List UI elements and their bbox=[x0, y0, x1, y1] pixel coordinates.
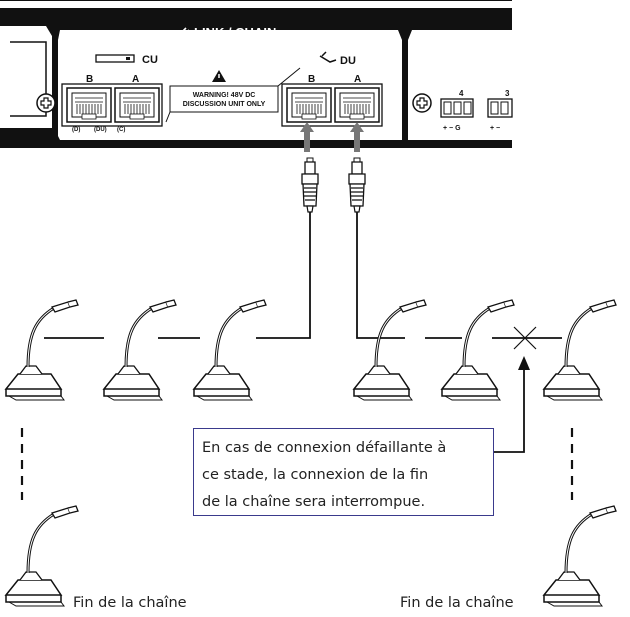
cable-right bbox=[356, 212, 405, 339]
callout-line3: de la chaîne sera interrompue. bbox=[202, 494, 426, 510]
arrow-port-b bbox=[300, 122, 314, 152]
sub-c-label: (C) bbox=[117, 127, 125, 133]
sub-du-label: (DU) bbox=[94, 127, 107, 133]
warning-line2: DISCUSSION UNIT ONLY bbox=[183, 101, 266, 108]
panel-title: LINK / CHAIN bbox=[194, 25, 276, 40]
cable-left bbox=[256, 212, 311, 339]
failure-callout: En cas de connexion défaillante à ce sta… bbox=[193, 428, 494, 516]
du-port-b-label: B bbox=[308, 74, 315, 85]
screw-left bbox=[36, 93, 56, 113]
warning-line1: WARNING! 48V DC bbox=[193, 92, 256, 99]
rear-panel bbox=[0, 0, 512, 148]
du-port-b bbox=[286, 87, 332, 123]
end-of-chain-right: Fin de la chaîne bbox=[400, 595, 514, 611]
warning-icon bbox=[212, 70, 226, 82]
du-port-a bbox=[334, 87, 380, 123]
du-label: DU bbox=[340, 55, 356, 67]
cu-port-b-label: B bbox=[86, 74, 93, 85]
terminal-4-pins: + − G bbox=[443, 125, 461, 132]
callout-line1: En cas de connexion défaillante à bbox=[202, 440, 447, 456]
terminal-3-label: 3 bbox=[505, 89, 510, 98]
callout-pointer bbox=[494, 366, 525, 453]
terminal-block-4 bbox=[440, 98, 474, 118]
microphone-icon bbox=[542, 298, 618, 402]
link-icon bbox=[179, 27, 190, 37]
sub-d-label: (D) bbox=[72, 127, 80, 133]
cu-port-a-label: A bbox=[132, 74, 139, 85]
cu-port-b bbox=[66, 87, 112, 123]
microphone-icon bbox=[440, 298, 516, 402]
screw-right bbox=[412, 93, 432, 113]
du-port-a-label: A bbox=[354, 74, 361, 85]
cu-indicator bbox=[95, 54, 135, 63]
microphone-icon bbox=[102, 298, 178, 402]
microphone-icon bbox=[542, 504, 618, 608]
cu-port-a bbox=[114, 87, 160, 123]
microphone-icon bbox=[192, 298, 268, 402]
rj45-plug-icon bbox=[301, 157, 319, 213]
terminal-4-label: 4 bbox=[459, 89, 464, 98]
arrow-port-a bbox=[350, 122, 364, 152]
terminal-block-3 bbox=[487, 98, 513, 118]
microphone-icon bbox=[4, 298, 80, 402]
break-mark-icon bbox=[513, 326, 537, 350]
end-of-chain-left: Fin de la chaîne bbox=[73, 595, 187, 611]
du-indicator bbox=[319, 51, 337, 63]
callout-line2: ce stade, la connexion de la fin bbox=[202, 467, 429, 483]
rj45-plug-icon bbox=[348, 157, 366, 213]
terminal-3-pins: + − bbox=[490, 125, 500, 132]
microphone-icon bbox=[4, 504, 80, 608]
cu-label: CU bbox=[142, 54, 158, 66]
microphone-icon bbox=[352, 298, 428, 402]
